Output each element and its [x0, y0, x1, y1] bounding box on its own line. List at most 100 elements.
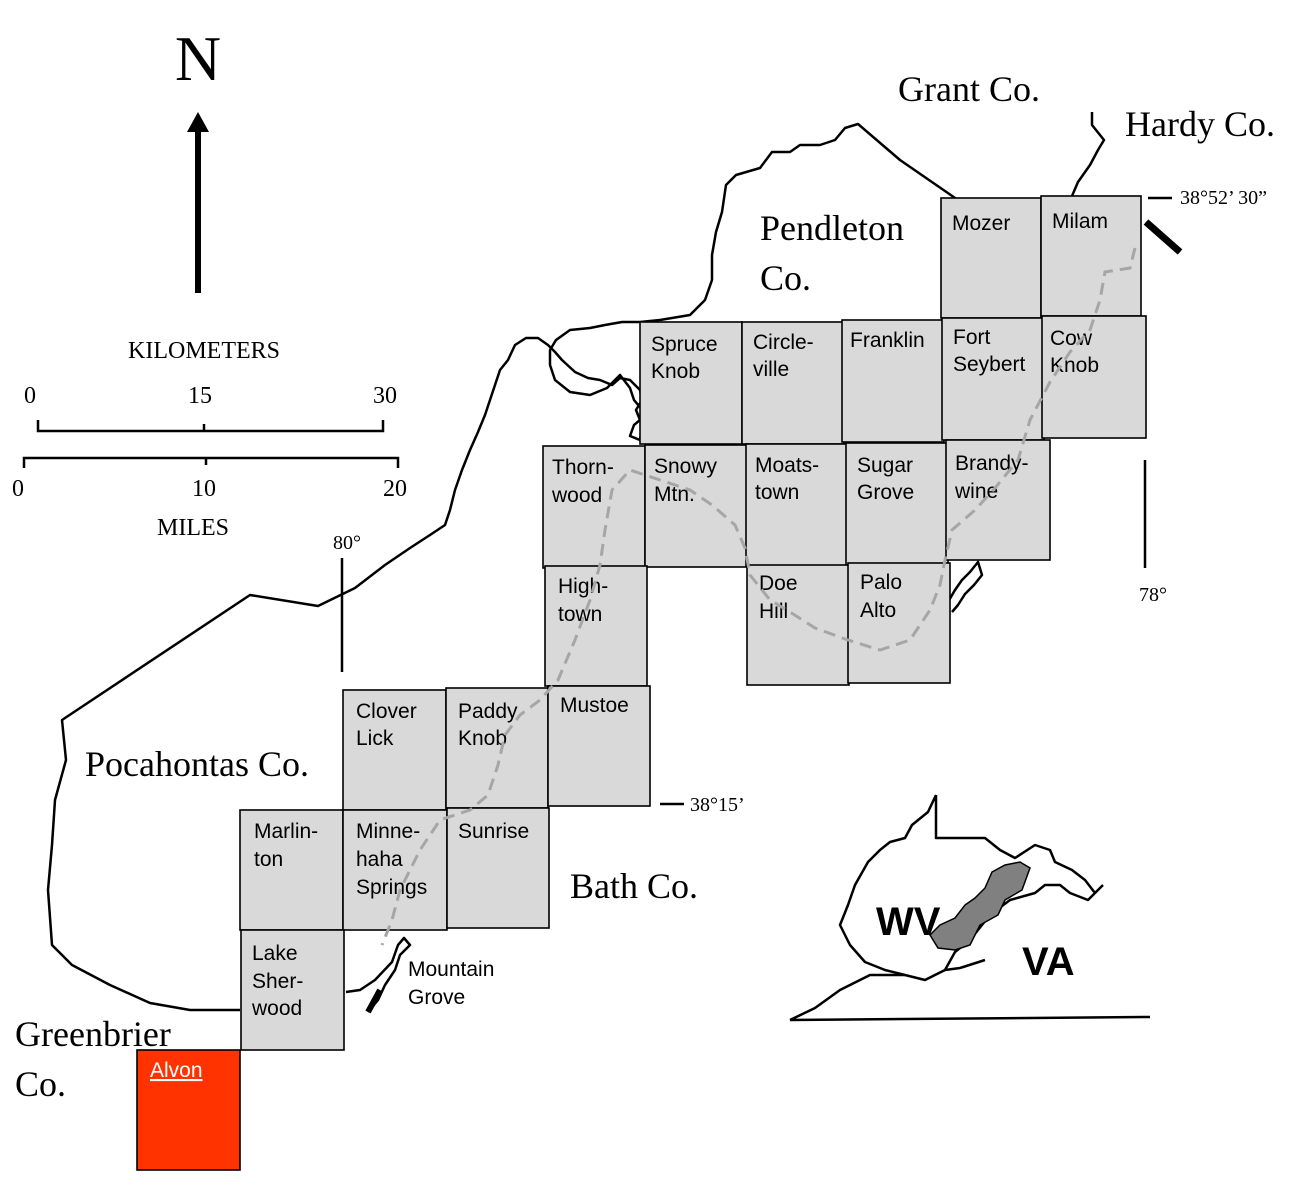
- mountain-grove-boundary: [365, 988, 383, 1014]
- lat-north-label: 38°52’ 30”: [1180, 187, 1267, 209]
- inset-study-area: [929, 861, 1031, 951]
- svg-text:Alvon: Alvon: [150, 1059, 203, 1082]
- doe-hill-spur: [946, 560, 984, 613]
- hardy-boundary: [1070, 112, 1106, 197]
- quad-label-line: Alto: [860, 599, 896, 622]
- quad-label-line: Sher-: [252, 970, 303, 993]
- quad-label-line: Hill: [759, 600, 788, 623]
- lon-78-label: 78°: [1139, 584, 1167, 606]
- quad-hightown[interactable]: High-town: [544, 565, 648, 687]
- quad-label-line: Snowy: [654, 455, 718, 478]
- quad-brandywine[interactable]: Brandy-wine: [945, 439, 1051, 561]
- place-label-line: Grove: [408, 986, 465, 1009]
- inset-label-wv: WV: [876, 900, 941, 944]
- quad-label-line: Mozer: [952, 212, 1010, 235]
- quad-label-line: High-: [558, 575, 608, 598]
- scale-km-tick-15: 15: [188, 383, 212, 409]
- quad-label-line: ville: [753, 358, 789, 381]
- scale-bar: KILOMETERS 0 15 30 0 10 20 MILES: [12, 338, 407, 541]
- quad-label-line: town: [755, 481, 799, 504]
- inset-locator-map: WV VA: [789, 794, 1151, 1022]
- quad-label-line: Spruce: [651, 333, 718, 356]
- quad-label-line: Fort: [953, 326, 991, 349]
- scale-mi-bar: [22, 456, 400, 468]
- quad-franklin[interactable]: Franklin: [841, 319, 945, 443]
- quad-label-line: wood: [251, 997, 302, 1020]
- quad-mozer[interactable]: Mozer: [940, 197, 1042, 319]
- quad-marlinton[interactable]: Marlin-ton: [239, 809, 344, 931]
- svg-text:Moats-town: Moats-town: [755, 454, 819, 504]
- quad-label-line: Franklin: [850, 329, 925, 352]
- quad-label-line: Marlin-: [254, 820, 318, 843]
- scale-km-tick-0: 0: [24, 383, 36, 409]
- county-label-hardy: Hardy Co.: [1125, 104, 1275, 144]
- county-label-pocahontas: Pocahontas Co.: [85, 744, 309, 784]
- scale-km-title: KILOMETERS: [128, 338, 280, 364]
- quad-label-line: Knob: [651, 360, 700, 383]
- quad-label-line: Palo: [860, 571, 902, 594]
- inset-label-va: VA: [1022, 940, 1075, 984]
- scale-mi-tick-10: 10: [192, 476, 216, 502]
- scale-km-bar: [36, 420, 385, 433]
- dashed-trail-line: [380, 247, 1137, 946]
- svg-text:Sunrise: Sunrise: [458, 820, 529, 843]
- county-label-pendleton-line: Pendleton: [760, 208, 904, 248]
- quad-circleville[interactable]: Circle-ville: [741, 321, 845, 445]
- county-label-bath: Bath Co.: [570, 866, 698, 906]
- svg-text:High-town: High-town: [558, 575, 608, 626]
- pendleton-north-boundary: [548, 122, 959, 441]
- lat-mid-label: 38°15’: [690, 794, 745, 816]
- scale-mi-tick-20: 20: [383, 476, 407, 502]
- quad-label-line: Clover: [356, 700, 417, 723]
- quad-label-line: Alvon: [150, 1059, 203, 1082]
- north-arrow: N: [175, 23, 221, 293]
- quad-sunrise[interactable]: Sunrise: [446, 807, 550, 929]
- quad-label-line: Mtn.: [654, 483, 695, 506]
- quad-label-line: Cow: [1050, 327, 1093, 350]
- county-label-greenbrier-line: Co.: [15, 1064, 66, 1104]
- quad-label-line: Milam: [1052, 210, 1108, 233]
- quad-milam[interactable]: Milam: [1040, 195, 1142, 317]
- quad-moatstown[interactable]: Moats-town: [745, 443, 849, 567]
- quad-label-line: Sunrise: [458, 820, 529, 843]
- quad-label-line: Knob: [458, 727, 507, 750]
- north-arrow-head: [187, 112, 209, 132]
- lon-80-label: 80°: [333, 532, 361, 554]
- quad-label-line: Circle-: [753, 331, 814, 354]
- quad-label-line: Minne-: [356, 820, 420, 843]
- pendleton-east-heavy-boundary: [1143, 219, 1183, 255]
- quad-label-line: Seybert: [953, 353, 1026, 376]
- quad-label-line: Mustoe: [560, 694, 629, 717]
- svg-text:Mustoe: Mustoe: [560, 694, 629, 717]
- quad-mustoe[interactable]: Mustoe: [547, 685, 651, 807]
- quad-label-line: Thorn-: [552, 456, 614, 479]
- quad-label-line: town: [558, 603, 602, 626]
- quad-alvon[interactable]: Alvon: [136, 1049, 241, 1171]
- county-label-pendleton-line: Co.: [760, 258, 811, 298]
- svg-text:Circle-ville: Circle-ville: [753, 331, 814, 381]
- svg-text:Thorn-wood: Thorn-wood: [551, 456, 614, 507]
- scale-km-tick-30: 30: [373, 383, 397, 409]
- quad-label-line: wine: [954, 480, 998, 503]
- quad-thornwood[interactable]: Thorn-wood: [542, 445, 646, 569]
- scale-mi-title: MILES: [157, 515, 229, 541]
